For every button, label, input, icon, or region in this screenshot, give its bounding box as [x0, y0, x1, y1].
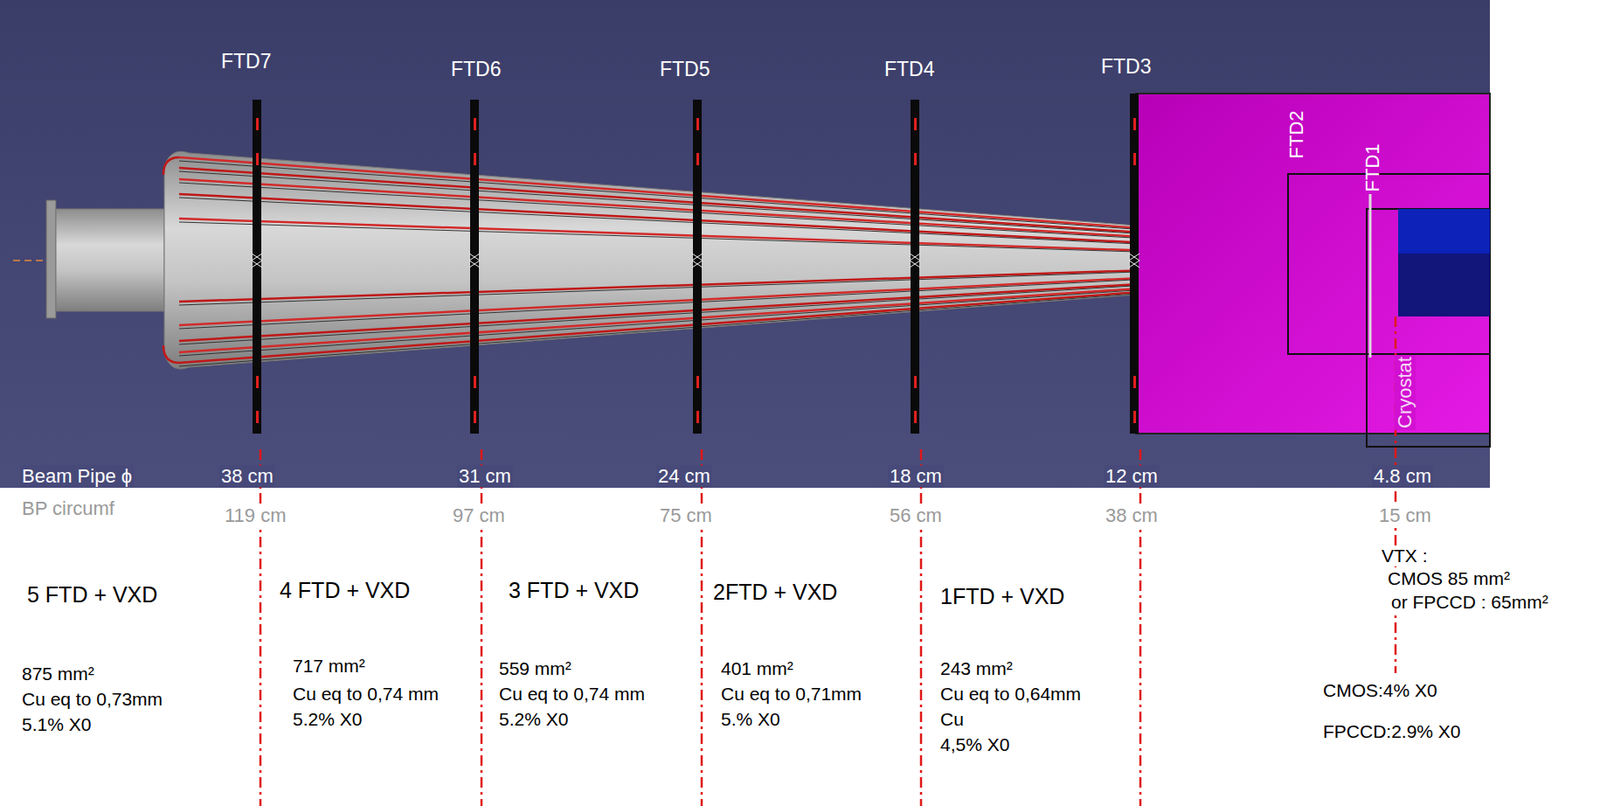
- disk-support: [692, 253, 703, 268]
- background-panel: [0, 0, 1490, 488]
- cryostat-region: [1135, 93, 1490, 434]
- annotation-text: 5.2% X0: [497, 708, 570, 730]
- annotation-text: 5.% X0: [719, 708, 783, 730]
- annotation-text: 2FTD + VXD: [711, 579, 839, 605]
- position-line: [259, 449, 263, 806]
- annotation-text: 875 mm²: [20, 663, 97, 685]
- annotation-text: 18 cm: [887, 464, 944, 487]
- disk-mark: [473, 152, 477, 166]
- annotation-text: 1FTD + VXD: [938, 583, 1067, 610]
- ftd-disk: [252, 99, 262, 434]
- disk-mark: [696, 410, 700, 423]
- disk-mark: [473, 117, 477, 131]
- position-line: [480, 449, 484, 806]
- annotation-text: BP circumf: [20, 497, 117, 520]
- ftd1-disk: [1369, 193, 1372, 358]
- annotation-text: 4,5% X0: [938, 734, 1012, 755]
- annotation-text: Cu eq to 0,74 mm: [497, 683, 647, 705]
- disk-mark: [256, 375, 259, 388]
- position-line: [920, 449, 923, 806]
- annotation-text: 38 cm: [1103, 504, 1160, 527]
- annotation-text: 56 cm: [887, 504, 944, 527]
- disk-support: [251, 253, 263, 268]
- annotation-text: FTD5: [658, 57, 713, 81]
- annotation-text: 559 mm²: [497, 658, 574, 679]
- part-name: FTD2: [1286, 109, 1308, 161]
- disk-mark: [256, 410, 259, 423]
- ftd-disk: [692, 99, 702, 434]
- disk-mark: [914, 117, 917, 131]
- annotation-text: Cu eq to 0,74 mm: [290, 683, 441, 705]
- annotation-text: or FPCCD : 65mm²: [1389, 591, 1551, 613]
- ftd2-outline: [1288, 173, 1490, 354]
- annotation-text: Cu: [938, 708, 966, 730]
- annotation-text: 24 cm: [656, 464, 713, 487]
- annotation-text: 5.2% X0: [290, 708, 364, 730]
- annotation-text: FTD7: [219, 49, 274, 73]
- annotation-text: 717 mm²: [290, 655, 368, 677]
- annotation-text: CMOS 85 mm²: [1385, 567, 1512, 589]
- annotation-text: CMOS:4% X0: [1321, 679, 1440, 701]
- disk-mark: [914, 375, 917, 388]
- annotation-text: 401 mm²: [719, 658, 796, 679]
- disk-mark: [256, 152, 259, 166]
- disk-support: [469, 253, 480, 268]
- annotation-text: 119 cm: [222, 504, 289, 527]
- disk-mark: [473, 375, 477, 388]
- ftd-disk: [910, 99, 920, 434]
- disk-mark: [1133, 410, 1136, 423]
- annotation-text: VTX :: [1379, 545, 1430, 567]
- disk-mark: [1133, 117, 1136, 131]
- disk-support: [1129, 253, 1140, 268]
- position-line: [1139, 449, 1143, 806]
- position-line: [700, 449, 704, 806]
- vertex-detector: [1398, 253, 1490, 317]
- annotation-text: FPCCD:2.9% X0: [1321, 720, 1463, 742]
- annotation-text: 12 cm: [1103, 464, 1160, 487]
- cable-bend: [163, 345, 180, 363]
- annotation-text: 4.8 cm: [1371, 464, 1434, 487]
- disk-mark: [696, 117, 700, 131]
- annotation-text: 3 FTD + VXD: [506, 577, 641, 603]
- pipe-flange: [46, 200, 56, 319]
- cryostat-box: FTD2FTD1Cryostat: [1135, 93, 1490, 434]
- annotation-text: Cu eq to 0,71mm: [719, 683, 864, 705]
- part-name: FTD1: [1362, 142, 1384, 194]
- annotation-text: Cu eq to 0,73mm: [20, 688, 165, 710]
- annotation-text: 243 mm²: [938, 658, 1015, 679]
- disk-mark: [473, 410, 477, 423]
- ftd-disk: [470, 99, 479, 434]
- annotation-text: 15 cm: [1377, 504, 1434, 527]
- disk-mark: [914, 152, 917, 166]
- annotation-text: 97 cm: [450, 504, 507, 527]
- annotation-text: FTD6: [449, 57, 504, 81]
- disk-mark: [1133, 152, 1136, 166]
- ftd-disks: [251, 93, 1140, 434]
- part-name: Cryostat: [1394, 354, 1416, 430]
- annotation-text: 31 cm: [457, 464, 513, 487]
- position-markers: [260, 316, 1396, 806]
- ftd1-outline: [1366, 208, 1490, 447]
- annotation-text: 75 cm: [658, 504, 714, 527]
- annotation-text: 38 cm: [219, 464, 276, 487]
- disk-mark: [256, 117, 259, 131]
- annotation-text: 5 FTD + VXD: [25, 581, 160, 608]
- disk-mark: [696, 152, 700, 166]
- annotation-text: 4 FTD + VXD: [277, 577, 412, 603]
- vertex-detector: [1398, 208, 1490, 317]
- annotation-text: FTD4: [882, 57, 937, 81]
- disk-support: [909, 253, 921, 268]
- cable-bend: [163, 157, 180, 175]
- disk-mark: [696, 375, 700, 388]
- beam-pipe: [55, 208, 165, 312]
- annotation-text: Cu eq to 0,64mm: [938, 683, 1083, 705]
- disk-mark: [1133, 375, 1136, 388]
- annotation-text: FTD3: [1099, 55, 1154, 78]
- disk-mark: [914, 410, 917, 423]
- annotation-text: 5.1% X0: [20, 713, 93, 735]
- annotation-text: Beam Pipe ϕ: [20, 464, 134, 487]
- ftd-disk: [1129, 93, 1139, 434]
